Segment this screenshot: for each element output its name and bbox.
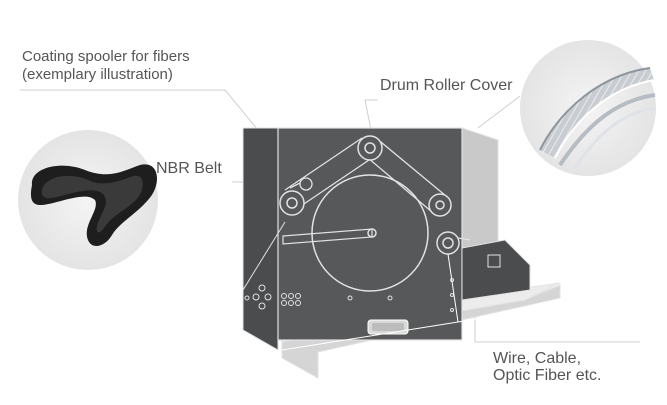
belt-path [284, 137, 447, 213]
leader-line-drum-inset [477, 95, 521, 129]
machine-left-frame [242, 127, 279, 351]
vent-holes [244, 284, 301, 310]
wire-guide-roller [436, 231, 471, 255]
belt-inset [18, 130, 158, 270]
machine [242, 127, 561, 379]
pulley-left [279, 190, 305, 216]
pulley-top [357, 135, 383, 161]
leader-line-drum [364, 99, 378, 136]
leader-line-spooler [20, 89, 259, 131]
label-coating-spooler: Coating spooler for fibers (exemplary il… [22, 48, 190, 84]
wire-line [281, 253, 541, 351]
pulley-right [428, 193, 452, 217]
drum-cover-image [539, 67, 657, 169]
machine-side-panel [461, 127, 499, 256]
label-wire-cable-line2: Optic Fiber etc. [493, 367, 602, 384]
label-drum-roller-cover: Drum Roller Cover [380, 77, 513, 94]
machine-bracket [461, 239, 531, 301]
frame-highlight [242, 221, 286, 291]
label-nbr-belt: NBR Belt [156, 160, 222, 177]
label-coating-spooler-line2: (exemplary illustration) [22, 66, 173, 83]
label-coating-spooler-line1: Coating spooler for fibers [22, 48, 190, 65]
nbr-belt-image [30, 164, 158, 247]
screws [347, 278, 454, 312]
pulley-small [299, 177, 313, 191]
bottom-clamp [367, 319, 409, 335]
machine-bracket-slot [487, 254, 501, 268]
label-wire-cable-line1: Wire, Cable, [493, 350, 582, 367]
drum-cover-inset [520, 40, 657, 176]
label-wire-cable: Wire, Cable, Optic Fiber etc. [493, 350, 601, 384]
drum-arm [282, 228, 373, 245]
